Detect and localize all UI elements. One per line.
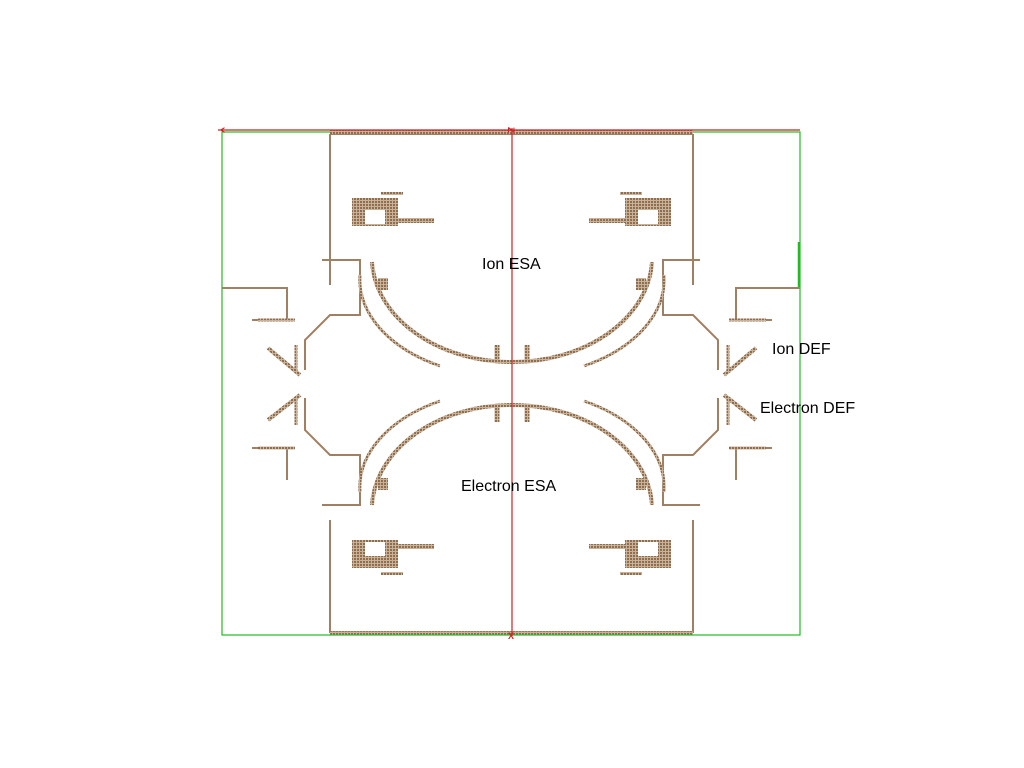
ion-def-label: Ion DEF (772, 341, 831, 358)
electron-def-label: Electron DEF (760, 400, 856, 417)
inner-blocks (352, 192, 671, 575)
deflector-electrodes (258, 318, 766, 450)
x-axis-marker: X (508, 631, 514, 641)
simulation-boundary (221, 131, 801, 636)
ion-esa-label: Ion ESA (482, 256, 541, 273)
electron-esa-label: Electron ESA (461, 478, 557, 495)
z-axis-tag: Z (506, 127, 516, 133)
outer-housing (222, 130, 800, 635)
ion-esa-electrodes (358, 261, 666, 368)
y-axis-tag: Y (216, 127, 226, 133)
electron-esa-electrodes (358, 399, 666, 506)
axes (222, 128, 800, 636)
